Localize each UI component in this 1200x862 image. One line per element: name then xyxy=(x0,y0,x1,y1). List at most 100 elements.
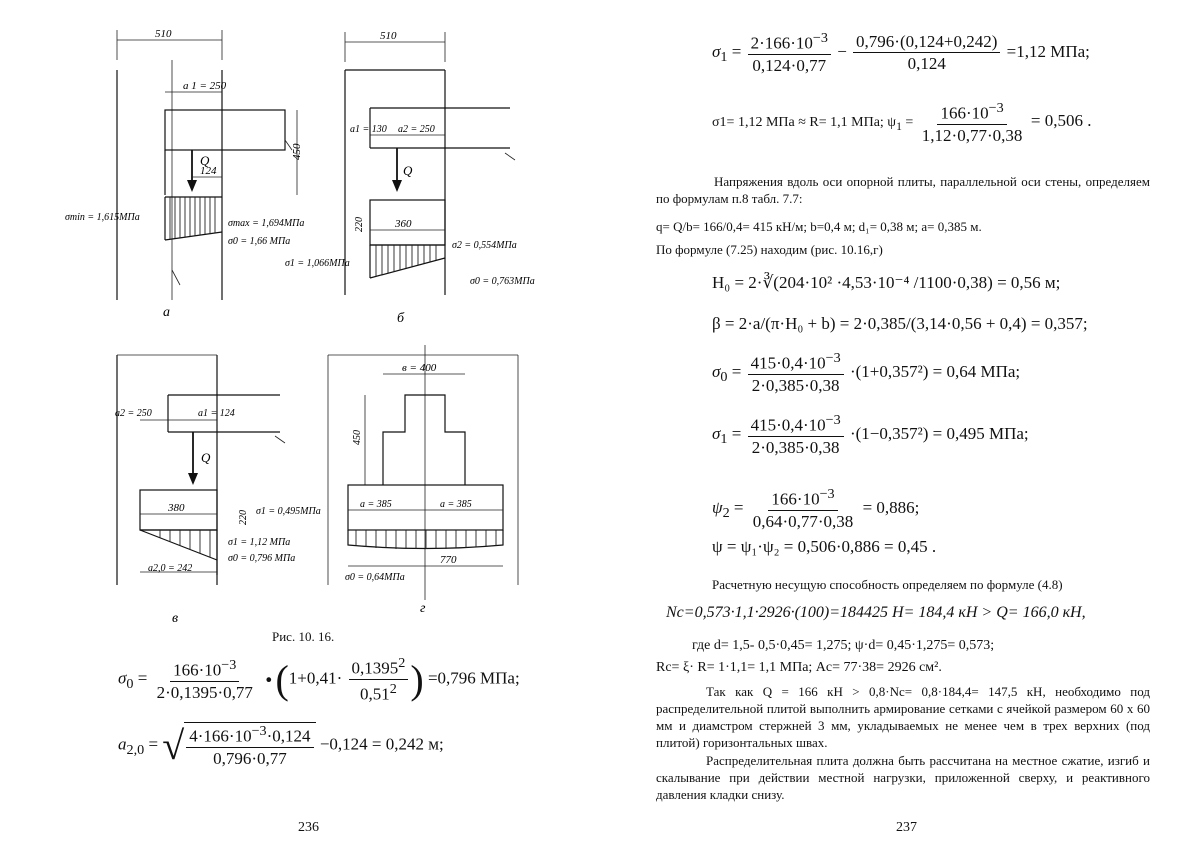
eq-sigma0-num: 415·0,4·10 xyxy=(751,354,826,373)
eq-psi: ψ = ψ₁·ψ₂ = 0,506·0,886 = 0,45 . xyxy=(712,537,936,557)
eq1-inner-den: 0,51 xyxy=(360,685,390,704)
figure-v: a2 = 250 a1 = 124 Q 380 220 σ1 = 0,495МП… xyxy=(115,355,321,626)
fig-b-dim-220: 220 xyxy=(354,217,365,232)
eq-psi1-fraction: 166·10−3 1,12·0,77·0,38 xyxy=(919,100,1026,146)
eq2-num-tail: ·0,124 xyxy=(267,727,311,746)
eq2-lhs: a xyxy=(118,734,127,753)
eq-sigma0-tail: ·(1+0,357²) = 0,64 МПа; xyxy=(850,362,1020,381)
fig-g-b: в = 400 xyxy=(402,362,437,374)
eq1-lhs-sub: 0 xyxy=(126,676,133,692)
eq-sigma1b-fraction: 415·0,4·10−3 2·0,385·0,38 xyxy=(748,412,844,458)
paragraph-reinforcement: Так как Q = 166 кН > 0,8·Nc= 0,8·184,4= … xyxy=(656,683,1150,751)
fig-a-a1: a 1 = 250 xyxy=(183,80,227,92)
fig-g-dim-450: 450 xyxy=(352,430,363,445)
fig-b-dim-360: 360 xyxy=(394,218,412,230)
eq1-inner-num-exp: 2 xyxy=(398,655,405,671)
fig-v-a1: a1 = 124 xyxy=(198,408,235,419)
eq-sigma1-lhs-sub: 1 xyxy=(720,49,727,65)
eq-psi1-result: = 0,506 . xyxy=(1031,111,1092,130)
fig-a-dim-450: 450 xyxy=(291,143,303,160)
fig-a-sigma-0: σ0 = 1,66 МПа xyxy=(228,236,290,247)
fig-v-dim-220: 220 xyxy=(238,510,249,525)
right-page: σ1 = 2·166·10−3 0,124·0,77 − 0,796·(0,12… xyxy=(600,0,1200,862)
eq-sigma1-f2-num: 0,796·(0,124+0,242) xyxy=(853,32,1000,54)
eq-sigma1-f2-den: 0,124 xyxy=(905,53,949,74)
fig-b-sigma-2: σ2 = 0,554МПа xyxy=(452,240,517,251)
eq-psi1: σ1= 1,12 МПа ≈ R= 1,1 МПа; ψ1 = 166·10−3… xyxy=(712,100,1091,146)
line-Rc: Rc= ξ· R= 1·1,1= 1,1 МПа; Ac= 77·38= 292… xyxy=(656,659,942,676)
eq-psi1-num: 166·10 xyxy=(940,104,988,123)
eq-psi2-fraction: 166·10−3 0,64·0,77·0,38 xyxy=(750,486,857,532)
eq-psi1-num-exp: −3 xyxy=(989,100,1004,116)
figure-g: в = 400 450 a = 385 a = 385 xyxy=(328,345,518,616)
fig-b-sigma-0: σ0 = 0,763МПа xyxy=(470,276,535,287)
eq-sigma1b-lhs-sub: 1 xyxy=(720,431,727,447)
eq1-inner-fraction: 0,13952 0,512 xyxy=(349,655,409,704)
eq-sigma0-right: σ0 = 415·0,4·10−3 2·0,385·0,38 ·(1+0,357… xyxy=(712,350,1020,396)
fig-a-label: а xyxy=(163,305,170,320)
eq-sigma0-lhs-sub: 0 xyxy=(720,369,727,385)
eq-sigma1-f1-exp: −3 xyxy=(813,30,828,46)
fig-g-label: г xyxy=(420,601,426,616)
fig-g-a-right: a = 385 xyxy=(440,499,472,510)
figure-a: 510 a 1 = 250 450 Q 124 xyxy=(65,28,304,320)
eq-beta: β = 2·a/(π·H₀ + b) = 2·0,385/(3,14·0,56 … xyxy=(712,314,1088,334)
eq-sigma0-left: σ0 = 166·10−3 2·0,1395·0,77 ·(1+0,41· 0,… xyxy=(118,655,520,704)
fig-v-a20: a2,0 = 242 xyxy=(148,563,192,574)
fig-a-sigma-max: σmax = 1,694МПа xyxy=(228,218,304,229)
fig-v-Q: Q xyxy=(201,450,211,465)
eq2-fraction: 4·166·10−3·0,124 0,796·0,77 xyxy=(186,723,313,769)
eq2-den: 0,796·0,77 xyxy=(210,748,290,769)
eq-psi2-lhs-sub: 2 xyxy=(723,505,730,521)
eq-psi2-num: 166·10 xyxy=(771,490,819,509)
fig-v-sigma-0: σ0 = 0,796 МПа xyxy=(228,553,295,564)
eq-sigma1b-num: 415·0,4·10 xyxy=(751,416,826,435)
eq-psi1-text: σ1= 1,12 МПа ≈ R= 1,1 МПа; ψ xyxy=(712,115,896,130)
fig-b-Q: Q xyxy=(403,163,413,178)
eq-sigma1-f1-num: 2·166·10 xyxy=(751,34,813,53)
page-number-left: 236 xyxy=(298,820,319,836)
fig-v-label: в xyxy=(172,611,178,626)
eq1-num: 166·10 xyxy=(173,660,221,679)
fig-a-dim-124: 124 xyxy=(200,165,217,177)
fig-b-dim-510: 510 xyxy=(380,30,397,42)
left-page: 510 a 1 = 250 450 Q 124 xyxy=(0,0,600,862)
eq-sigma1b-den: 2·0,385·0,38 xyxy=(749,437,843,458)
fig-b-a2: a2 = 250 xyxy=(398,124,435,135)
eq-sigma1-frac2: 0,796·(0,124+0,242) 0,124 xyxy=(853,32,1000,74)
eq-psi2-result: = 0,886; xyxy=(863,498,920,517)
eq1-result: =0,796 МПа; xyxy=(428,669,520,688)
eq-sigma0-den: 2·0,385·0,38 xyxy=(749,375,843,396)
line-formula: По формуле (7.25) находим (рис. 10.16,г) xyxy=(656,241,883,258)
fig-v-a2: a2 = 250 xyxy=(115,408,152,419)
eq-psi2: ψ2 = 166·10−3 0,64·0,77·0,38 = 0,886; xyxy=(712,486,919,532)
eq-Nc: Nc=0,573·1,1·2926·(100)=184425 Н= 184,4 … xyxy=(666,604,1086,622)
fig-v-sigma-1b: σ1 = 1,12 МПа xyxy=(228,537,290,548)
eq-sigma0-num-exp: −3 xyxy=(826,350,841,366)
eq1-inner-a: 1+0,41· xyxy=(289,669,343,688)
eq1-fraction: 166·10−3 2·0,1395·0,77 xyxy=(154,657,256,703)
eq1-den: 2·0,1395·0,77 xyxy=(154,682,256,703)
eq1-num-exp: −3 xyxy=(221,657,236,673)
eq-sigma1b-num-exp: −3 xyxy=(826,412,841,428)
eq-sigma1-second: σ1 = 415·0,4·10−3 2·0,385·0,38 ·(1−0,357… xyxy=(712,412,1029,458)
paragraph-capacity: Расчетную несущую способность определяем… xyxy=(712,576,1063,593)
fig-v-sigma-1a: σ1 = 0,495МПа xyxy=(256,506,321,517)
eq2-num: 4·166·10 xyxy=(189,727,251,746)
eq-sigma1-right: σ1 = 2·166·10−3 0,124·0,77 − 0,796·(0,12… xyxy=(712,30,1090,76)
line-q: q= Q/b= 166/0,4= 415 кН/м; b=0,4 м; d₁= … xyxy=(656,218,982,235)
eq-psi2-den: 0,64·0,77·0,38 xyxy=(750,511,857,532)
fig-v-dim-380: 380 xyxy=(167,502,185,514)
fig-g-a-left: a = 385 xyxy=(360,499,392,510)
figure-b: 510 a1 = 130 a2 = 250 Q 220 360 xyxy=(285,30,535,326)
fig-a-sigma-min: σmin = 1,615МПа xyxy=(65,212,140,223)
eq-a20: a2,0 = √ 4·166·10−3·0,124 0,796·0,77 −0,… xyxy=(118,722,444,769)
eq-psi1-sub: 1 xyxy=(896,120,902,133)
eq-psi2-num-exp: −3 xyxy=(820,486,835,502)
line-where: где d= 1,5- 0,5·0,45= 1,275; ψ·d= 0,45·1… xyxy=(692,637,994,654)
eq-sigma1-result: =1,12 МПа; xyxy=(1007,42,1090,61)
eq2-num-exp: −3 xyxy=(252,723,267,739)
eq1-inner-num: 0,1395 xyxy=(352,659,399,678)
figures-drawing: 510 a 1 = 250 450 Q 124 xyxy=(0,0,600,640)
fig-g-dim-770: 770 xyxy=(440,554,457,566)
